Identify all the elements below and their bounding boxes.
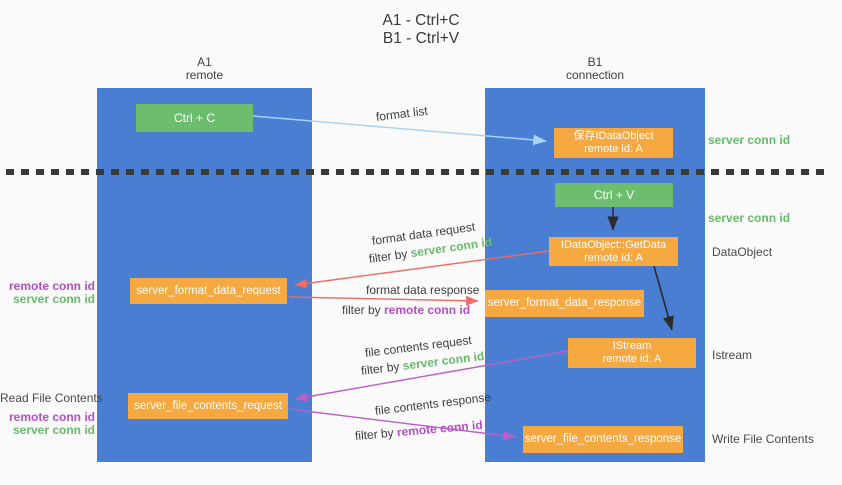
- label-remote-conn-id-left-1: remote conn id: [8, 279, 95, 293]
- node-server-file-contents-request: server_file_contents_request: [128, 393, 288, 419]
- node-server-file-contents-response-label: server_file_contents_response: [524, 433, 682, 445]
- node-ctrl-c: Ctrl + C: [136, 104, 253, 132]
- node-server-format-data-request-label: server_format_data_request: [136, 284, 281, 297]
- node-istream-line2: remote id: A: [602, 353, 662, 365]
- label-file-contents-response: file contents response: [374, 389, 492, 418]
- column-b-header: B1 connection: [485, 56, 705, 82]
- node-server-format-data-request: server_format_data_request: [130, 278, 287, 304]
- label-filter-by-remote-1: filter by remote conn id: [342, 303, 470, 317]
- filter-by-text: filter by: [354, 425, 398, 443]
- node-server-file-contents-response: server_file_contents_response: [523, 426, 683, 453]
- node-server-file-contents-request-label: server_file_contents_request: [134, 399, 282, 412]
- label-server-conn-id-left-2: server conn id: [12, 423, 95, 437]
- label-istream: Istream: [712, 348, 753, 362]
- dotted-separator: [6, 169, 826, 175]
- column-a-name: A1: [197, 55, 212, 69]
- label-format-list: format list: [375, 103, 429, 124]
- filter-by-text: filter by: [368, 246, 412, 266]
- filter-by-text: filter by: [342, 303, 385, 317]
- node-ctrl-c-label: Ctrl + C: [173, 110, 215, 125]
- column-b-name: B1: [587, 55, 603, 69]
- label-server-conn-id-right-2: server conn id: [708, 211, 791, 225]
- label-dataobject: DataObject: [712, 245, 773, 259]
- filter-by-text: filter by: [360, 358, 404, 378]
- label-write-file-contents: Write File Contents: [712, 432, 814, 446]
- remote-conn-id-text: remote conn id: [384, 303, 471, 317]
- column-a-role: remote: [185, 68, 224, 82]
- node-idataobject-getdata-line2: remote id: A: [584, 251, 643, 264]
- node-save-idataobject-line2: remote id: A: [584, 143, 643, 155]
- title-line-2: B1 - Ctrl+V: [382, 30, 460, 47]
- label-server-conn-id-left-1: server conn id: [12, 292, 95, 306]
- node-server-format-data-response: server_format_data_response: [485, 290, 644, 317]
- node-istream-line1: IStream: [612, 340, 652, 352]
- title-line-1: A1 - Ctrl+C: [382, 12, 460, 29]
- label-server-conn-id-right-1: server conn id: [708, 133, 791, 147]
- node-ctrl-v: Ctrl + V: [555, 183, 673, 207]
- label-remote-conn-id-left-2: remote conn id: [8, 410, 95, 424]
- column-a-header: A1 remote: [97, 56, 312, 82]
- label-filter-by-remote-2: filter by remote conn id: [354, 418, 483, 443]
- node-server-format-data-response-label: server_format_data_response: [487, 297, 642, 309]
- node-ctrl-v-label: Ctrl + V: [593, 187, 635, 202]
- node-idataobject-getdata-line1: IDataObject::GetData: [560, 238, 667, 251]
- column-b-role: connection: [565, 68, 625, 82]
- format-data-response-arrow: [288, 295, 479, 306]
- node-idataobject-getdata: IDataObject::GetData remote id: A: [549, 237, 678, 266]
- diagram-title: A1 - Ctrl+C B1 - Ctrl+V: [0, 12, 842, 48]
- node-save-idataobject: 保存IDataObject remote id: A: [554, 128, 673, 158]
- node-save-idataobject-line1: 保存IDataObject: [573, 130, 654, 142]
- node-istream: IStream remote id: A: [568, 338, 696, 368]
- remote-conn-id-text: remote conn id: [396, 417, 484, 440]
- label-read-file-contents: Read File Contents: [0, 391, 103, 405]
- label-format-data-response: format data response: [366, 283, 480, 297]
